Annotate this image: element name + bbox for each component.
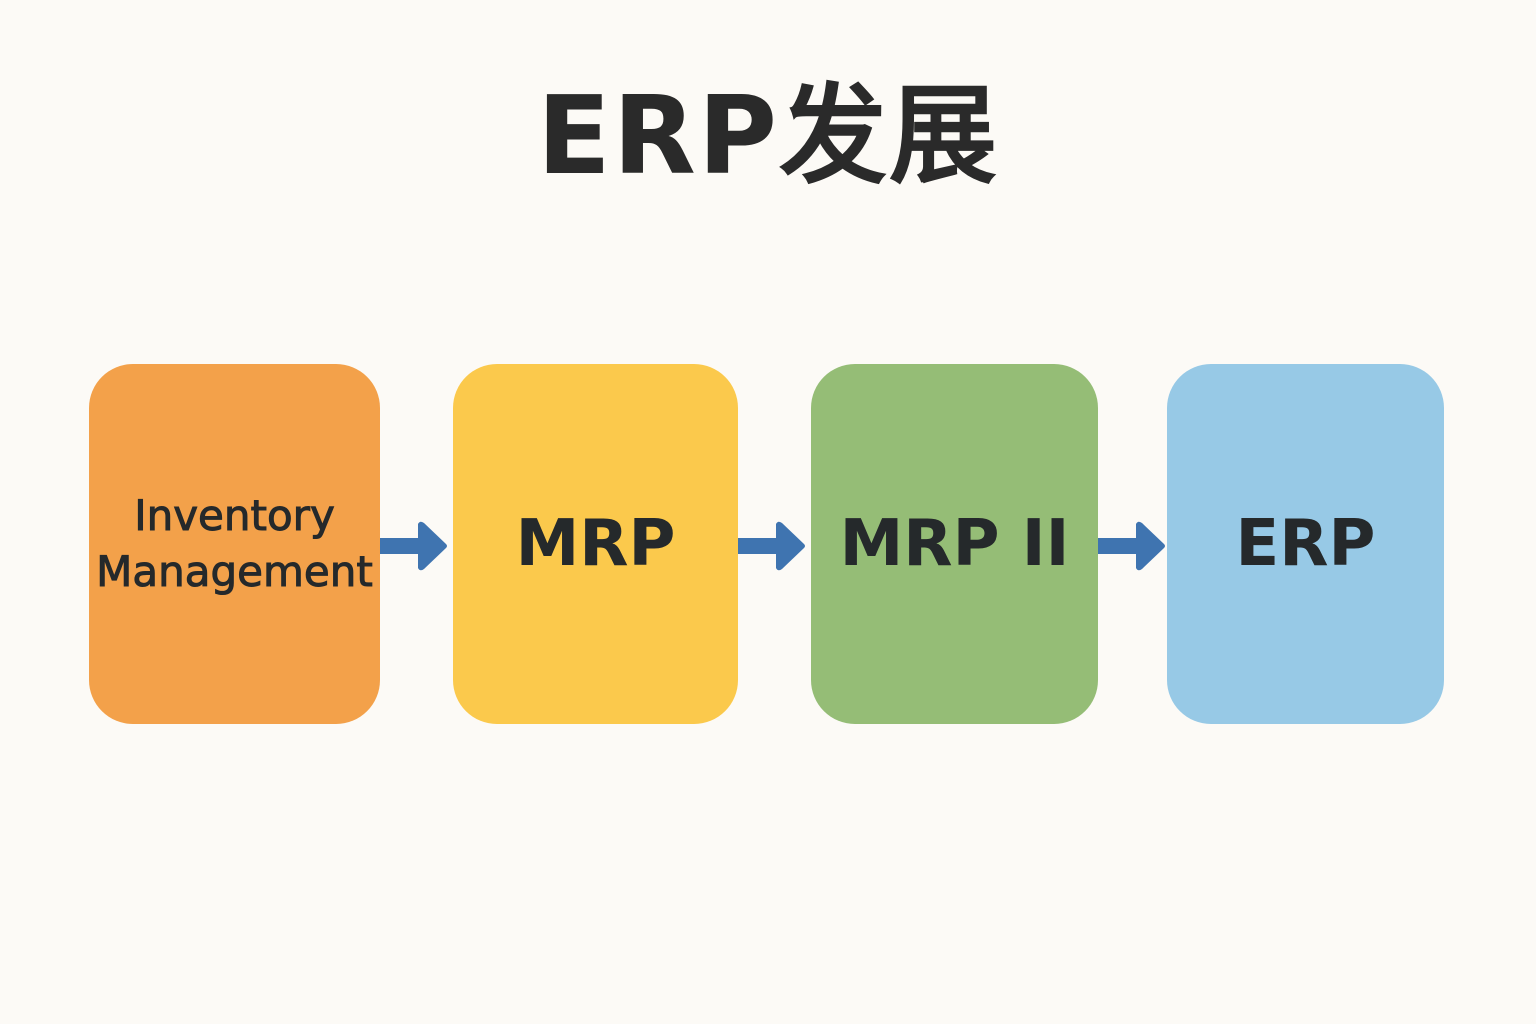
stage-label: MRP II: [839, 507, 1070, 581]
arrow-right-icon: [380, 521, 447, 571]
stage-label-line2: Management: [96, 547, 374, 597]
stage-label: MRP: [515, 507, 676, 581]
stage-label: ERP: [1235, 507, 1376, 581]
stage-inventory-management: Inventory Management: [89, 364, 380, 724]
stage-mrp: MRP: [453, 364, 738, 724]
diagram-title: ERP发展: [536, 74, 1000, 199]
stage-label-line1: Inventory: [134, 491, 336, 541]
arrow-right-icon: [738, 521, 805, 571]
arrow-right-icon: [1098, 521, 1165, 571]
stage-mrp-ii: MRP II: [811, 364, 1098, 724]
stage-erp: ERP: [1167, 364, 1444, 724]
